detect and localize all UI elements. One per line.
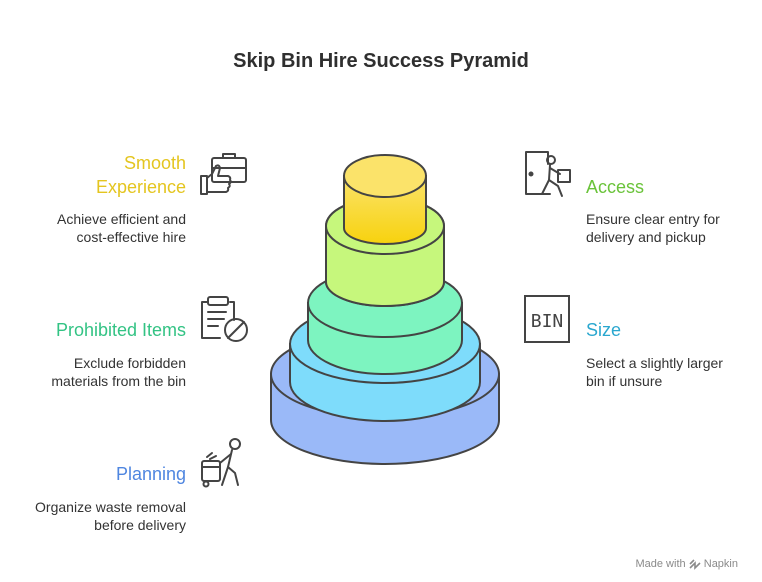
smooth-experience-label-line1: Smooth [123, 153, 186, 173]
bin-box-icon: BIN [524, 295, 570, 343]
desc-line: before delivery [94, 517, 186, 533]
desc-line: Organize waste removal [35, 499, 186, 515]
footer-attribution[interactable]: Made with Napkin [635, 558, 738, 570]
tier-smooth-experience [343, 154, 427, 245]
prohibited-items-label-line1: Prohibited Items [55, 320, 186, 340]
prohibited-items-description: Exclude forbidden materials from the bin [51, 354, 186, 390]
footer-text: Made with [635, 558, 686, 570]
desc-line: Exclude forbidden [73, 355, 186, 371]
size-description: Select a slightly larger bin if unsure [586, 354, 723, 390]
desc-line: delivery and pickup [586, 229, 706, 245]
planning-label: Planning [116, 462, 186, 486]
desc-line: Select a slightly larger [586, 355, 723, 371]
desc-line: bin if unsure [586, 373, 663, 389]
size-label: Size [586, 318, 621, 342]
size-label-line1: Size [586, 320, 622, 340]
briefcase-thumbs-up-icon [200, 153, 247, 195]
smooth-experience-description: Achieve efficient and cost-effective hir… [57, 210, 186, 246]
access-label: Access [586, 175, 644, 199]
desc-line: materials from the bin [51, 373, 186, 389]
napkin-logo-icon [689, 559, 701, 570]
footer-brand: Napkin [703, 558, 738, 570]
desc-line: Ensure clear entry for [586, 211, 720, 227]
diagram-title: Skip Bin Hire Success Pyramid [233, 50, 529, 72]
tier-smooth-top [343, 154, 427, 198]
access-label-line1: Access [586, 177, 645, 197]
planning-label-line1: Planning [115, 464, 186, 484]
access-description: Ensure clear entry for delivery and pick… [586, 210, 720, 246]
desc-line: cost-effective hire [76, 229, 186, 245]
clipboard-prohibited-icon [201, 296, 248, 342]
person-pushing-bin-icon [201, 438, 241, 488]
smooth-experience-label-line2: Experience [95, 177, 186, 197]
smooth-experience-label: Smooth Experience [96, 151, 186, 199]
bin-box-icon-text: BIN [531, 311, 564, 332]
person-entering-door-icon [525, 151, 571, 197]
planning-description: Organize waste removal before delivery [35, 498, 186, 534]
prohibited-items-label: Prohibited Items [56, 318, 186, 342]
desc-line: Achieve efficient and [57, 211, 186, 227]
